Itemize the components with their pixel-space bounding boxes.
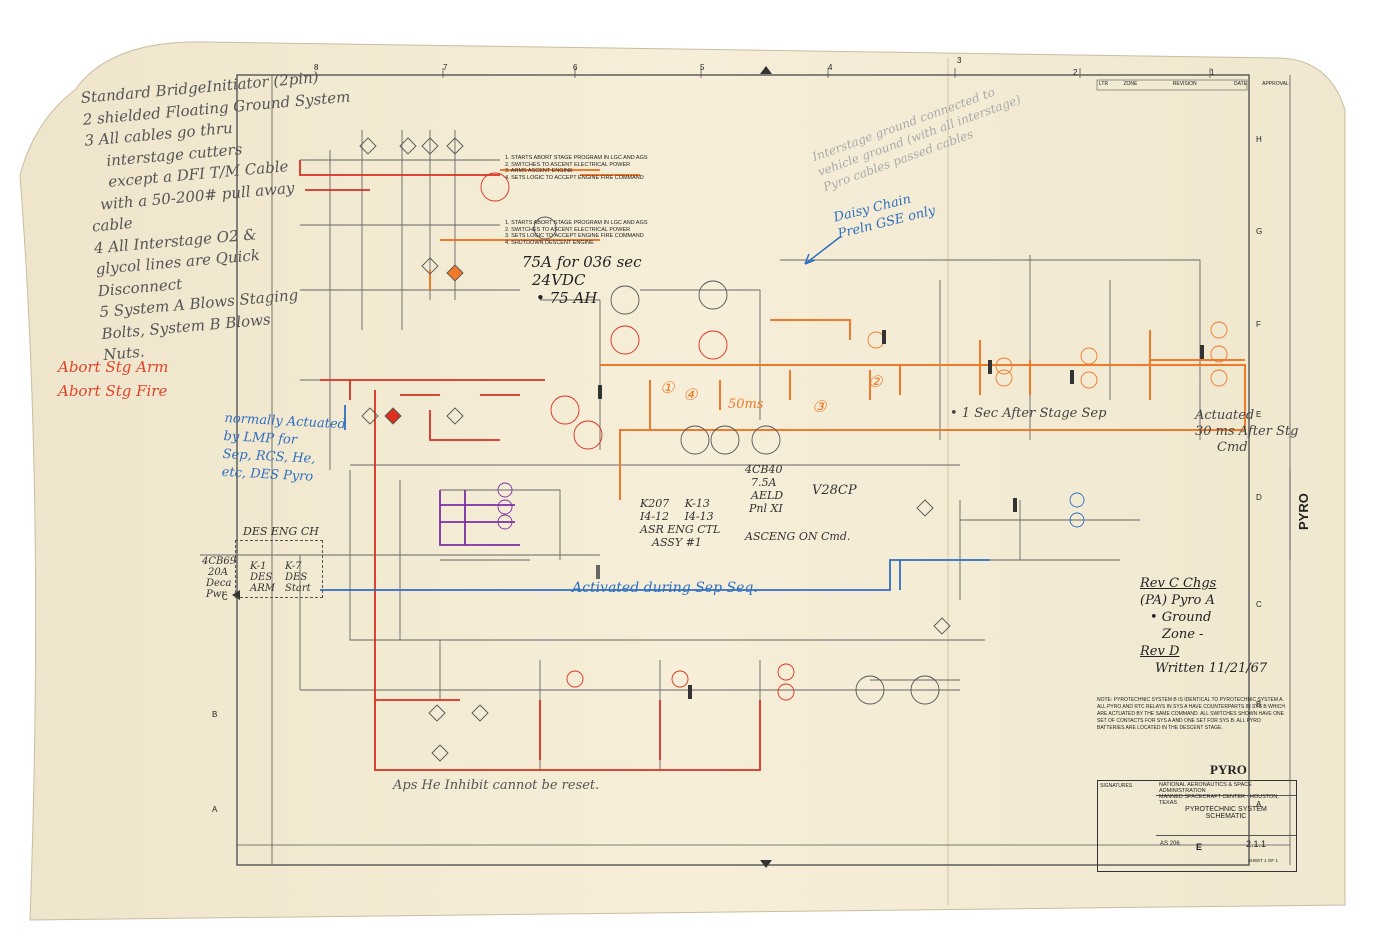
pencil-notes: Standard BridgeInitiator (2pin) 2 shield… [80,68,351,364]
row-label-b-left: B [212,710,218,719]
daisy-arrow [804,236,841,265]
k7-note: K-7 DES Start [285,561,311,594]
agency-row: NATIONAL AERONAUTICS & SPACE ADMINISTRAT… [1156,781,1296,806]
drawing-title-row: PYROTECHNIC SYSTEM SCHEMATIC [1156,796,1296,836]
row-label-d: D [1256,493,1262,502]
rev-approval: APPROVAL [1262,81,1289,87]
relay-notes: K207 K-13 I4-12 I4-13 ASR ENG CTL ASSY #… [640,497,721,549]
col-label-3: 3 [957,56,962,65]
actuated-note: Actuated 30 ms After Stg Cmd [1195,408,1299,455]
row-label-b: B [1256,700,1262,709]
col-label-4: 4 [828,63,833,72]
pyro-note: NOTE: PYROTECHNIC SYSTEM B IS IDENTICAL … [1097,697,1286,731]
one-sec-note: • 1 Sec After Stage Sep [950,406,1107,421]
drawing-number: 2.1.1 [1246,839,1267,849]
col-label-2: 2 [1073,68,1078,77]
row-label-g: G [1256,227,1263,236]
des-eng-note: DES ENG CH [243,525,319,538]
des-eng-box [235,540,323,598]
row-label-e: E [1256,410,1262,419]
col-label-7: 7 [443,63,448,72]
row-label-c-left: C [222,593,228,602]
aps-inhibit-note: Aps He Inhibit cannot be reset. [393,778,600,793]
battery-note: 75A for 036 sec 24VDC • 75 AH [522,253,642,307]
rev-notes: Rev C Chgs (PA) Pyro A • Ground Zone - R… [1140,576,1268,676]
cb69-note: 4CB69 20A Deca Pwr [202,556,237,600]
title-block: SIGNATURES NATIONAL AERONAUTICS & SPACE … [1097,780,1297,872]
sep-seq-note: Activated during Sep Seq. [572,580,758,596]
rev-ltr: LTR [1099,81,1109,87]
rev-revision: REVISION [1172,81,1197,87]
v28cp-note: V28CP [812,483,857,498]
orange-mark-4: ④ [683,385,698,404]
col-label-1: 1 [1210,68,1215,77]
orange-mark-3: ③ [812,397,827,416]
ascent-eng-note: ASCENG ON Cmd. [745,530,851,543]
side-pyro-label: PYRO [1296,493,1311,530]
k1-note: K-1 DES ARM [250,561,275,594]
lmp-note: normally Actuated by LMP for Sep, RCS, H… [221,410,347,485]
row-label-h: H [1256,135,1262,144]
row-label-c: C [1256,600,1262,609]
abort-notes-2: 1. STARTS ABORT STAGE PROGRAM IN LGC AND… [505,220,648,246]
orange-mark-1: ① [660,378,675,397]
mission-code: AS 206 [1160,841,1180,847]
cb-40-note: 4CB40 7.5A AELD Pnl XI [745,463,784,515]
size-code: E [1196,842,1203,852]
pyro-stamp: PYRO [1210,762,1247,777]
red-notes: Abort Stg Arm Abort Stg Fire [58,358,169,400]
col-label-8: 8 [314,63,319,72]
orange-mark-50ms: 50ms [728,397,764,412]
revision-header: LTR ZONE REVISION DATE APPROVAL [1099,81,1289,87]
abort-notes-1: 1. STARTS ABORT STAGE PROGRAM IN LGC AND… [505,155,648,181]
row-label-a: A [1256,800,1262,809]
row-label-f: F [1256,320,1261,329]
sheet-count: SHEET 1 OF 1 [1248,858,1278,863]
col-label-5: 5 [700,63,705,72]
orange-mark-2: ② [868,372,883,391]
signatures-label: SIGNATURES [1100,783,1133,789]
rev-zone: ZONE [1123,81,1138,87]
rev-date: DATE [1234,81,1248,87]
col-label-6: 6 [573,63,578,72]
row-label-a-left: A [212,805,218,814]
